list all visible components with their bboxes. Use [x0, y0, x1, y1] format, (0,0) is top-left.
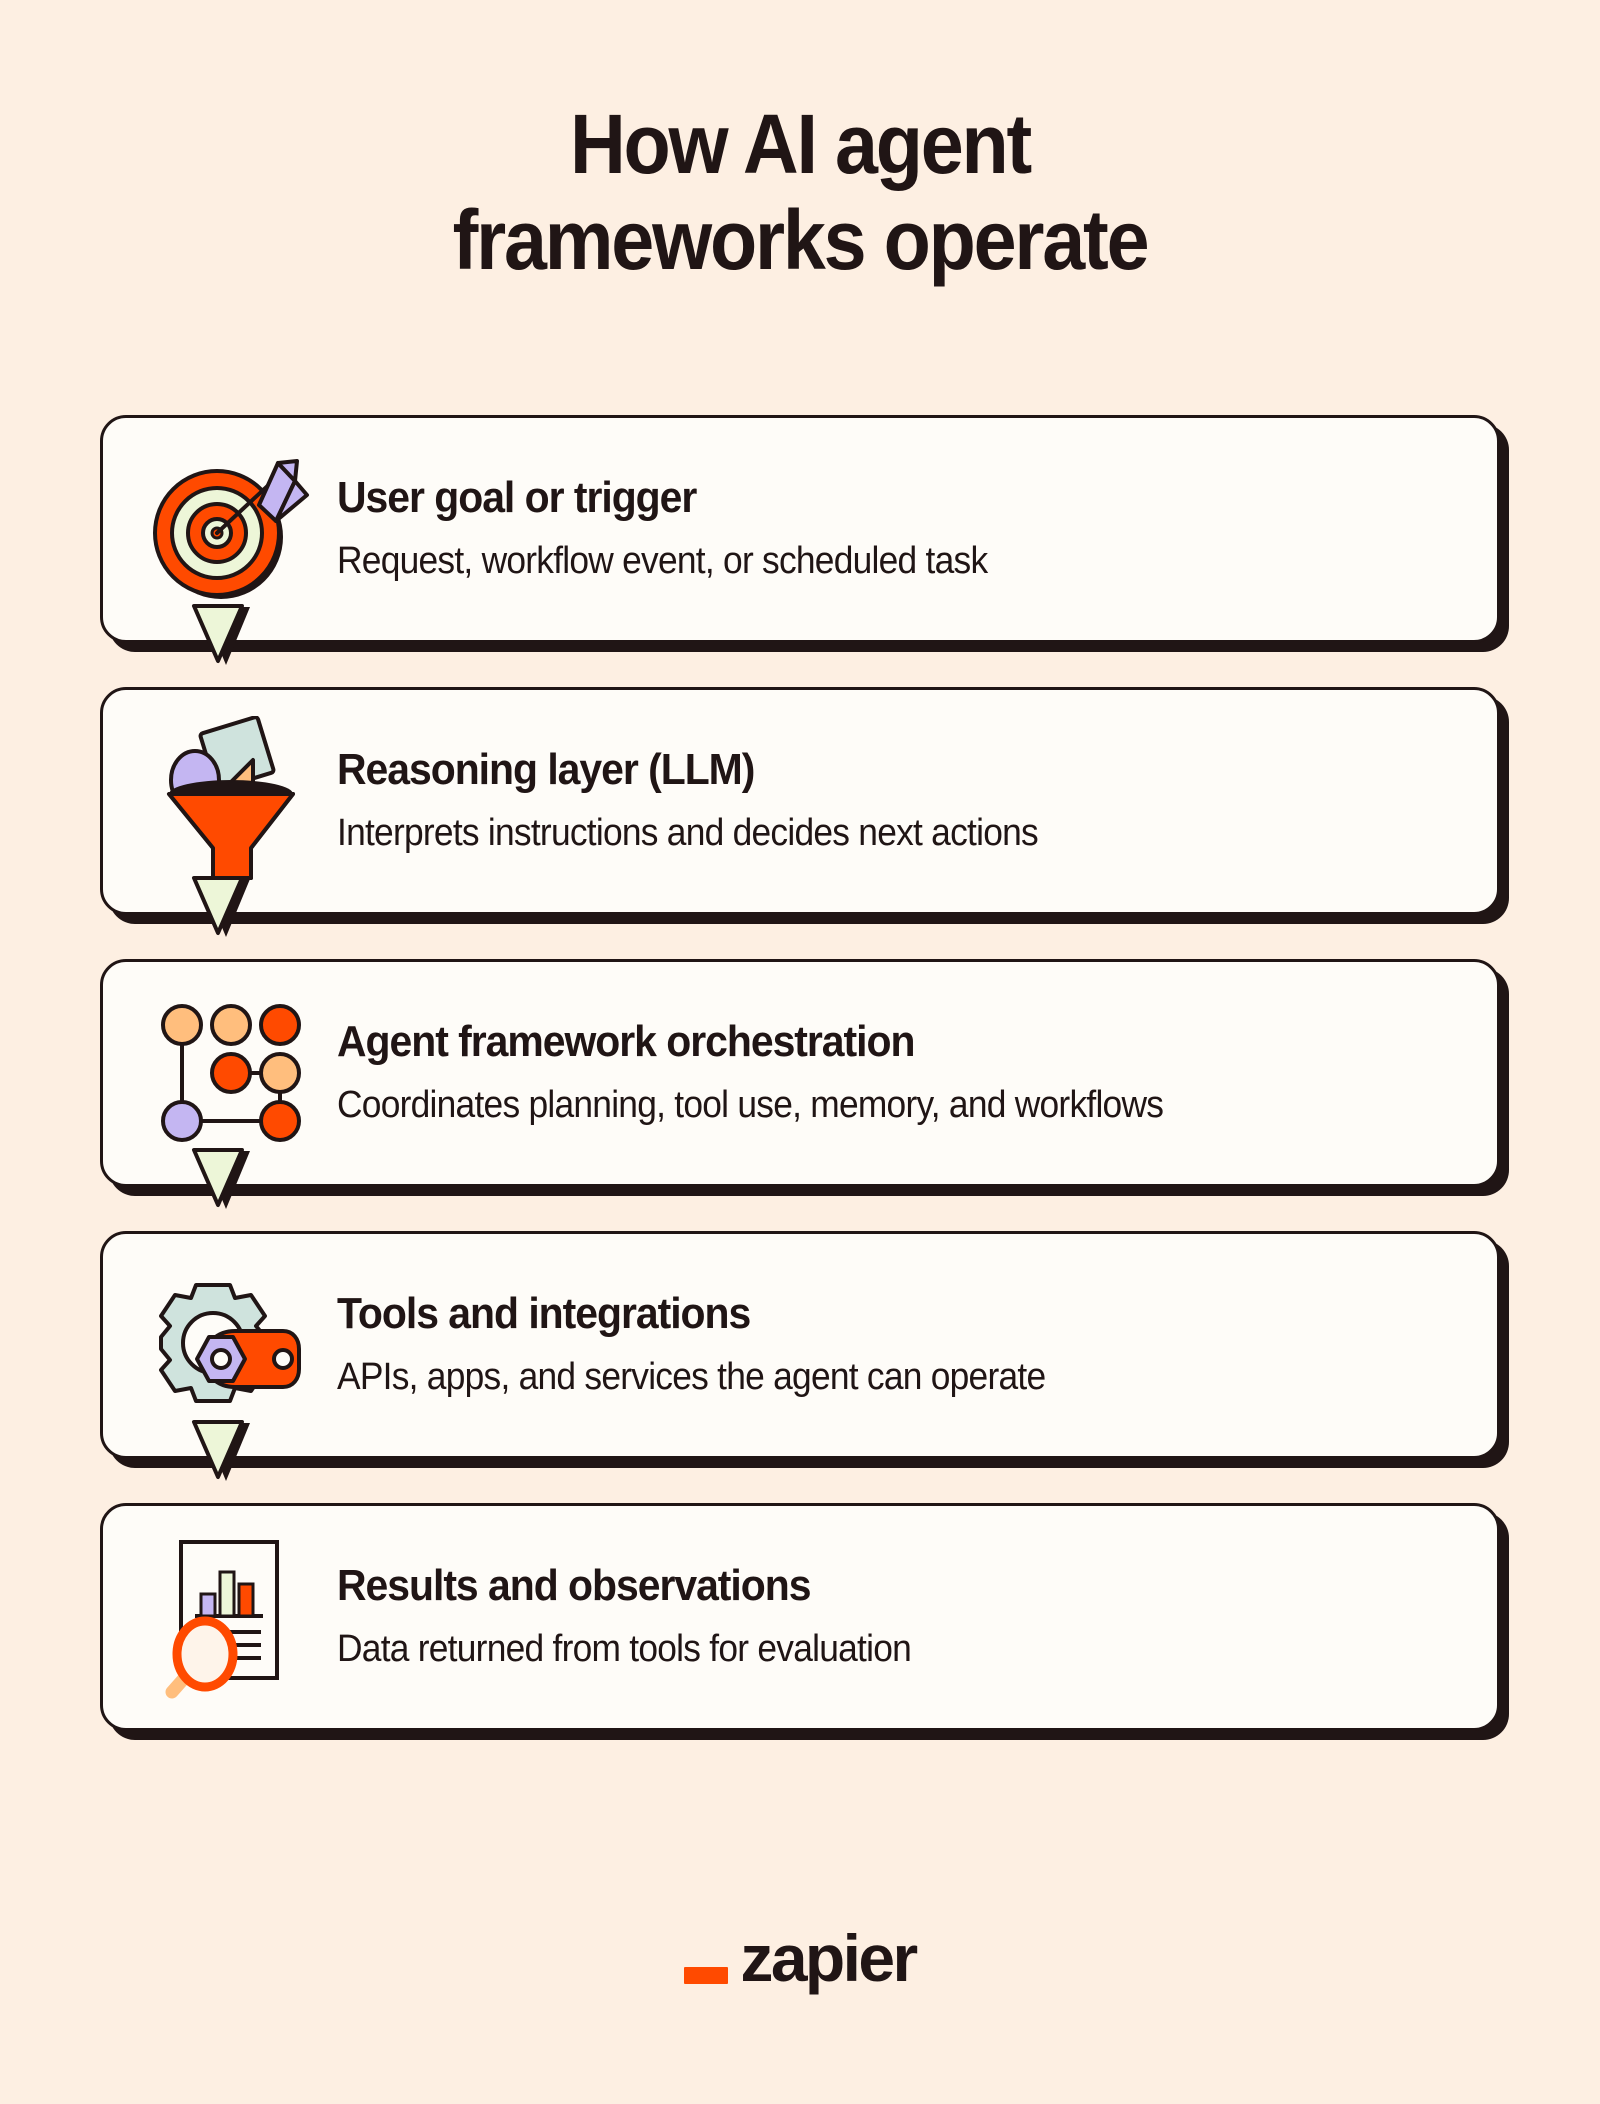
step-text-3: Agent framework orchestration Coordinate… [327, 1015, 1457, 1131]
step-text-2: Reasoning layer (LLM) Interprets instruc… [327, 743, 1457, 859]
step-desc-4: APIs, apps, and services the agent can o… [337, 1356, 1046, 1398]
steps-stack: User goal or trigger Request, workflow e… [100, 415, 1500, 1731]
report-magnifier-icon [137, 1532, 327, 1702]
step-slot-5: Results and observations Data returned f… [100, 1503, 1500, 1731]
step-title-5: Results and observations [337, 1561, 811, 1610]
node-network-icon [137, 988, 327, 1158]
step-text-1: User goal or trigger Request, workflow e… [327, 471, 1457, 587]
step-card-reasoning-layer[interactable]: Reasoning layer (LLM) Interprets instruc… [100, 687, 1500, 915]
target-arrow-icon [137, 444, 327, 614]
gear-wrench-icon [137, 1260, 327, 1430]
step-card-results-observations[interactable]: Results and observations Data returned f… [100, 1503, 1500, 1731]
funnel-icon [137, 716, 327, 886]
step-text-4: Tools and integrations APIs, apps, and s… [327, 1287, 1457, 1403]
step-slot-1: User goal or trigger Request, workflow e… [100, 415, 1500, 665]
step-slot-4: Tools and integrations APIs, apps, and s… [100, 1231, 1500, 1481]
step-title-3: Agent framework orchestration [337, 1017, 915, 1066]
step-slot-3: Agent framework orchestration Coordinate… [100, 959, 1500, 1209]
zapier-wordmark: zapier [740, 1921, 918, 1995]
step-title-1: User goal or trigger [337, 473, 697, 522]
step-title-2: Reasoning layer (LLM) [337, 745, 755, 794]
zapier-underscore-mark [684, 1966, 729, 1984]
page-title: How AI agent frameworks operate [0, 96, 1600, 288]
step-desc-1: Request, workflow event, or scheduled ta… [337, 540, 988, 582]
step-desc-2: Interprets instructions and decides next… [337, 812, 1039, 854]
step-title-4: Tools and integrations [337, 1289, 751, 1338]
step-desc-3: Coordinates planning, tool use, memory, … [337, 1084, 1164, 1126]
page-title-line-1: How AI agent [569, 97, 1032, 191]
step-card-user-goal[interactable]: User goal or trigger Request, workflow e… [100, 415, 1500, 643]
page-title-line-2: frameworks operate [452, 193, 1150, 287]
step-card-orchestration[interactable]: Agent framework orchestration Coordinate… [100, 959, 1500, 1187]
step-slot-2: Reasoning layer (LLM) Interprets instruc… [100, 687, 1500, 937]
step-card-tools-integrations[interactable]: Tools and integrations APIs, apps, and s… [100, 1231, 1500, 1459]
step-desc-5: Data returned from tools for evaluation [337, 1628, 912, 1670]
step-text-5: Results and observations Data returned f… [327, 1559, 1457, 1675]
zapier-logo[interactable]: zapier [0, 1925, 1600, 1991]
